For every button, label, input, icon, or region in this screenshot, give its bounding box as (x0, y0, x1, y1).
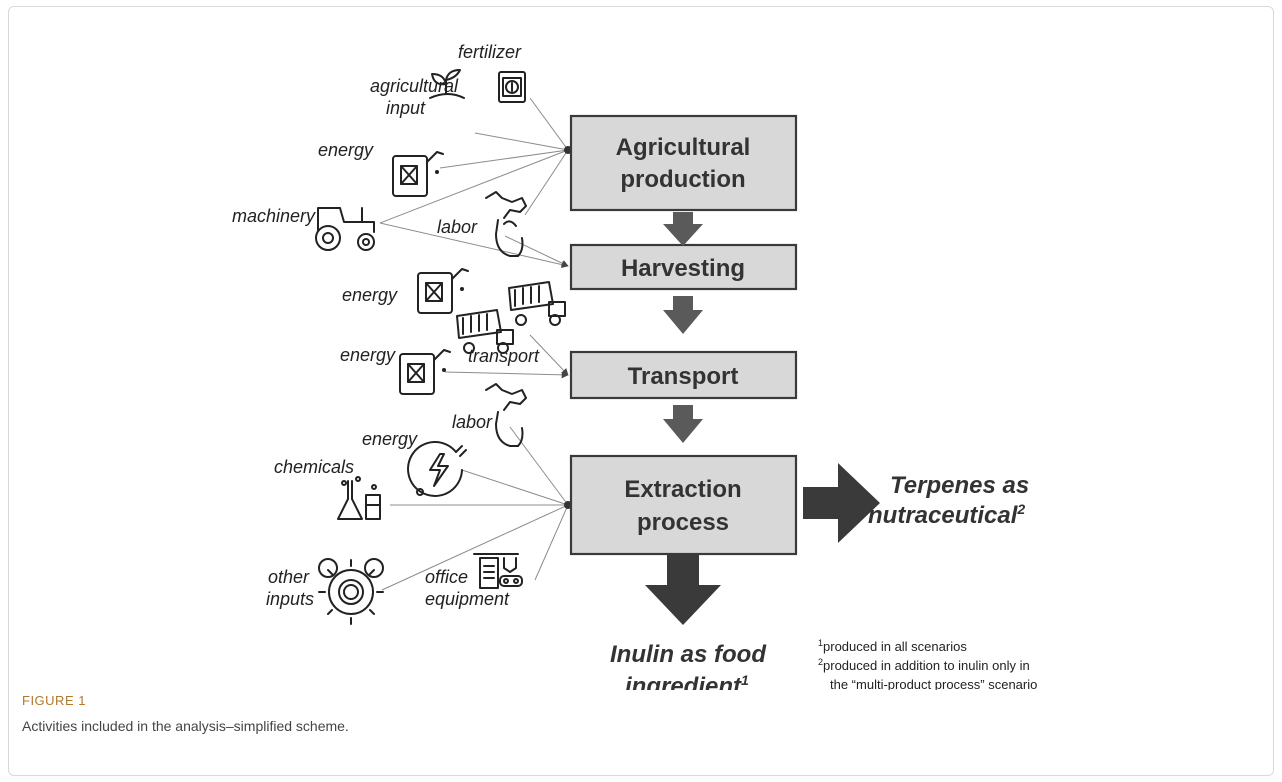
label-energy-transport: energy (340, 345, 396, 365)
connectors-agricultural (379, 97, 572, 224)
inulin-label-text: ingredient (625, 673, 742, 690)
label-other-inputs-1: other (268, 567, 310, 587)
dump-truck-icon (456, 309, 514, 354)
terpenes-sup: 2 (1016, 501, 1025, 517)
label-energy-harvesting: energy (342, 285, 398, 305)
label-labor-agricultural: labor (437, 217, 478, 237)
label-machinery: machinery (232, 206, 316, 226)
down-arrow (663, 405, 703, 443)
factory-machine-icon (473, 553, 523, 589)
label-office-equipment-1: office (425, 567, 468, 587)
output-arrow-down (645, 555, 721, 625)
terpenes-label-line1: Terpenes as (890, 472, 1029, 499)
box-label: Harvesting (621, 255, 745, 282)
connectors-harvesting (379, 222, 569, 269)
footnote-2-sup: 2 (818, 657, 823, 667)
plant-sprout-icon (429, 69, 465, 99)
label-other-inputs-2: inputs (266, 589, 314, 609)
gears-icon (318, 558, 384, 625)
fuel-canister-icon (399, 349, 451, 395)
connectors-extraction (381, 426, 572, 591)
figure-frame (8, 6, 1274, 776)
footnote-2: 2produced in addition to inulin only in (818, 657, 1030, 673)
box-label: Transport (628, 363, 739, 390)
wrench-hand-icon (485, 191, 527, 257)
label-fertilizer: fertilizer (458, 42, 522, 62)
footnote-1-text: produced in all scenarios (823, 639, 967, 654)
label-agricultural-input-2: input (386, 98, 426, 118)
chemistry-flask-icon (337, 476, 381, 520)
label-agricultural-input-1: agricultural (370, 76, 459, 96)
box-transport: Transport (569, 350, 798, 400)
tractor-icon (315, 207, 375, 251)
footnote-2-continued: the “multi-product process” scenario (830, 677, 1037, 690)
wrench-hand-icon (485, 383, 527, 447)
label-labor-extraction: labor (452, 412, 493, 432)
inulin-sup: 1 (741, 672, 749, 688)
fuel-canister-icon (392, 151, 444, 197)
figure-label: FIGURE 1 (22, 693, 86, 708)
down-arrow (663, 212, 703, 246)
inulin-label-line1: Inulin as food (610, 641, 767, 668)
output-arrow-right (803, 463, 880, 543)
dump-truck-icon (508, 281, 566, 326)
box-agricultural-production: Agricultural production (569, 114, 798, 212)
footnote-1: 1produced in all scenarios (818, 638, 967, 654)
label-chemicals: chemicals (274, 457, 354, 477)
flow-diagram: Agricultural production Harvesting Trans… (232, 42, 1037, 690)
box-label-line2: production (620, 166, 745, 193)
label-energy-extraction: energy (362, 429, 418, 449)
inulin-label-line2: ingredient1 (625, 672, 749, 690)
down-arrow (663, 296, 703, 334)
box-label-line1: Agricultural (616, 134, 751, 161)
box-label-line2: process (637, 509, 729, 536)
footnote-2-text: produced in addition to inulin only in (823, 658, 1030, 673)
flow-arrows (663, 212, 703, 443)
box-harvesting: Harvesting (569, 243, 798, 291)
terpenes-label-text: nutraceutical (868, 502, 1019, 529)
footnote-1-sup: 1 (818, 638, 823, 648)
label-energy-agricultural: energy (318, 140, 374, 160)
label-office-equipment-2: equipment (425, 589, 510, 609)
connectors-transport (444, 334, 569, 379)
figure-caption: Activities included in the analysis–simp… (22, 718, 349, 734)
box-label-line1: Extraction (624, 476, 741, 503)
fertilizer-bag-icon (498, 71, 526, 103)
box-extraction-process: Extraction process (569, 454, 798, 556)
lightning-plug-icon (407, 441, 467, 497)
terpenes-label-line2: nutraceutical2 (868, 501, 1025, 529)
label-transport: transport (468, 346, 540, 366)
fuel-canister-icon (417, 268, 469, 314)
